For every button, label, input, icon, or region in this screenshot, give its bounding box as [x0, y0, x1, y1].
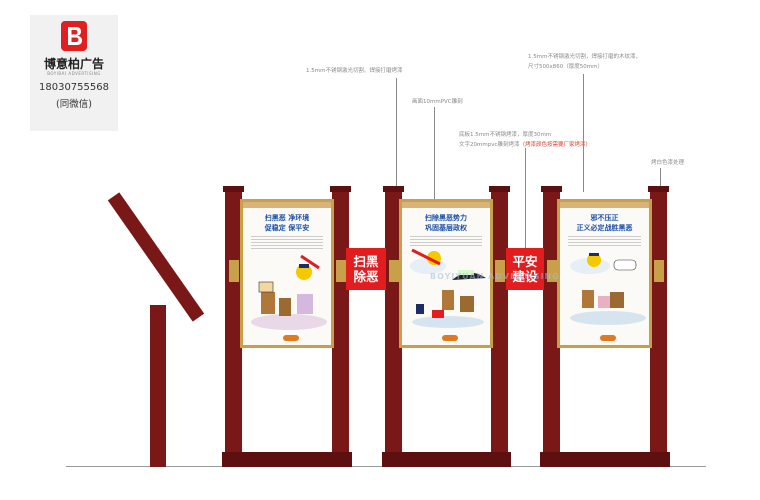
leader-line: [660, 168, 661, 196]
brand-english-name: BOYIBAI ADVERTISING: [47, 71, 101, 76]
panel-base: [382, 452, 511, 467]
sign-peace-building-line2: 建设: [512, 269, 538, 284]
poster-2-title-line1: 扫除黑恶势力: [425, 214, 467, 222]
leader-line: [583, 74, 584, 192]
poster-1-title-line1: 扫黑恶 净环境: [264, 214, 310, 222]
annotation-sign-text: 文字20mmpvc雕刻烤漆（烤漆颜色按需要厂家烤漆）: [459, 142, 591, 148]
frame-post: [491, 190, 508, 467]
poster-1-illustration: [251, 254, 327, 330]
side-slanted-bar: [107, 192, 205, 322]
brand-logo-icon: [61, 21, 87, 51]
poster-2-title-line2: 巩固基层政权: [425, 224, 467, 232]
poster-2-body: [410, 236, 482, 246]
poster-3-title-line2: 正义必定战胜黑恶: [576, 224, 633, 232]
poster-panel-2: 扫除黑恶势力 巩固基层政权: [399, 199, 493, 348]
poster-2-illustration: [410, 248, 486, 328]
gold-bracket: [547, 260, 557, 282]
post-cap: [223, 186, 244, 192]
gold-bracket: [336, 260, 346, 282]
poster-3-body: [568, 236, 641, 246]
gold-bracket: [495, 260, 505, 282]
frame-post: [225, 190, 242, 467]
poster-panel-1: 扫黑恶 净环境 促稳定 保平安: [240, 199, 334, 348]
sign-sweep-evil-line2: 除恶: [353, 269, 379, 284]
brand-wechat-note: (同微信): [56, 99, 92, 110]
frame-post: [543, 190, 560, 467]
logo-card: 博意柏广告 BOYIBAI ADVERTISING 18030755568 (同…: [30, 15, 118, 131]
annotation-sign-base: 底板1.5mm不锈钢烤漆，厚度30mm: [459, 132, 552, 138]
gold-bracket: [229, 260, 239, 282]
annotation-top-cap: 烤白色漆处理: [651, 160, 685, 166]
side-post: [150, 305, 166, 467]
poster-1-title-line2: 促稳定 保平安: [264, 224, 310, 232]
poster-3-title-line1: 邪不压正: [590, 214, 619, 222]
post-cap: [383, 186, 404, 192]
brand-phone: 18030755568: [39, 82, 109, 93]
panel-base: [540, 452, 670, 467]
sign-sweep-evil-line1: 扫黑: [353, 254, 379, 269]
annotation-frame-material: 1.5mm不锈钢激光切割、焊接打磨烤漆: [306, 68, 403, 74]
post-cap: [489, 186, 510, 192]
post-cap: [330, 186, 351, 192]
panel-base: [222, 452, 352, 467]
poster-1-body: [251, 236, 323, 250]
frame-post: [650, 190, 667, 467]
annotation-top-bar-material: 1.5mm不锈钢激光切割，焊接打磨的木纹漆，: [528, 54, 641, 60]
brand-name: 博意柏广告: [43, 57, 104, 71]
leader-line: [434, 107, 435, 215]
leader-line: [525, 148, 526, 248]
post-cap: [648, 186, 669, 192]
watermark-text: BOYIYUAN ADVERTISING: [430, 272, 560, 281]
poster-panel-3: 邪不压正 正义必定战胜黑恶: [557, 199, 652, 348]
leader-line: [396, 78, 397, 198]
annotation-sign-text-note: （烤漆颜色按需要厂家烤漆）: [519, 142, 591, 148]
annotation-panel-material: 画面10mmPVC雕刻: [412, 99, 463, 105]
poster-3-illustration: [570, 253, 646, 325]
sign-sweep-evil: 扫黑 除恶: [346, 248, 386, 290]
frame-post: [385, 190, 402, 467]
frame-post: [332, 190, 349, 467]
gold-bracket: [389, 260, 399, 282]
annotation-top-bar-size: 尺寸500x860（厚度50mm）: [528, 64, 603, 70]
gold-bracket: [654, 260, 664, 282]
sign-peace-building: 平安 建设: [506, 248, 544, 290]
post-cap: [541, 186, 562, 192]
sign-peace-building-line1: 平安: [512, 254, 538, 269]
